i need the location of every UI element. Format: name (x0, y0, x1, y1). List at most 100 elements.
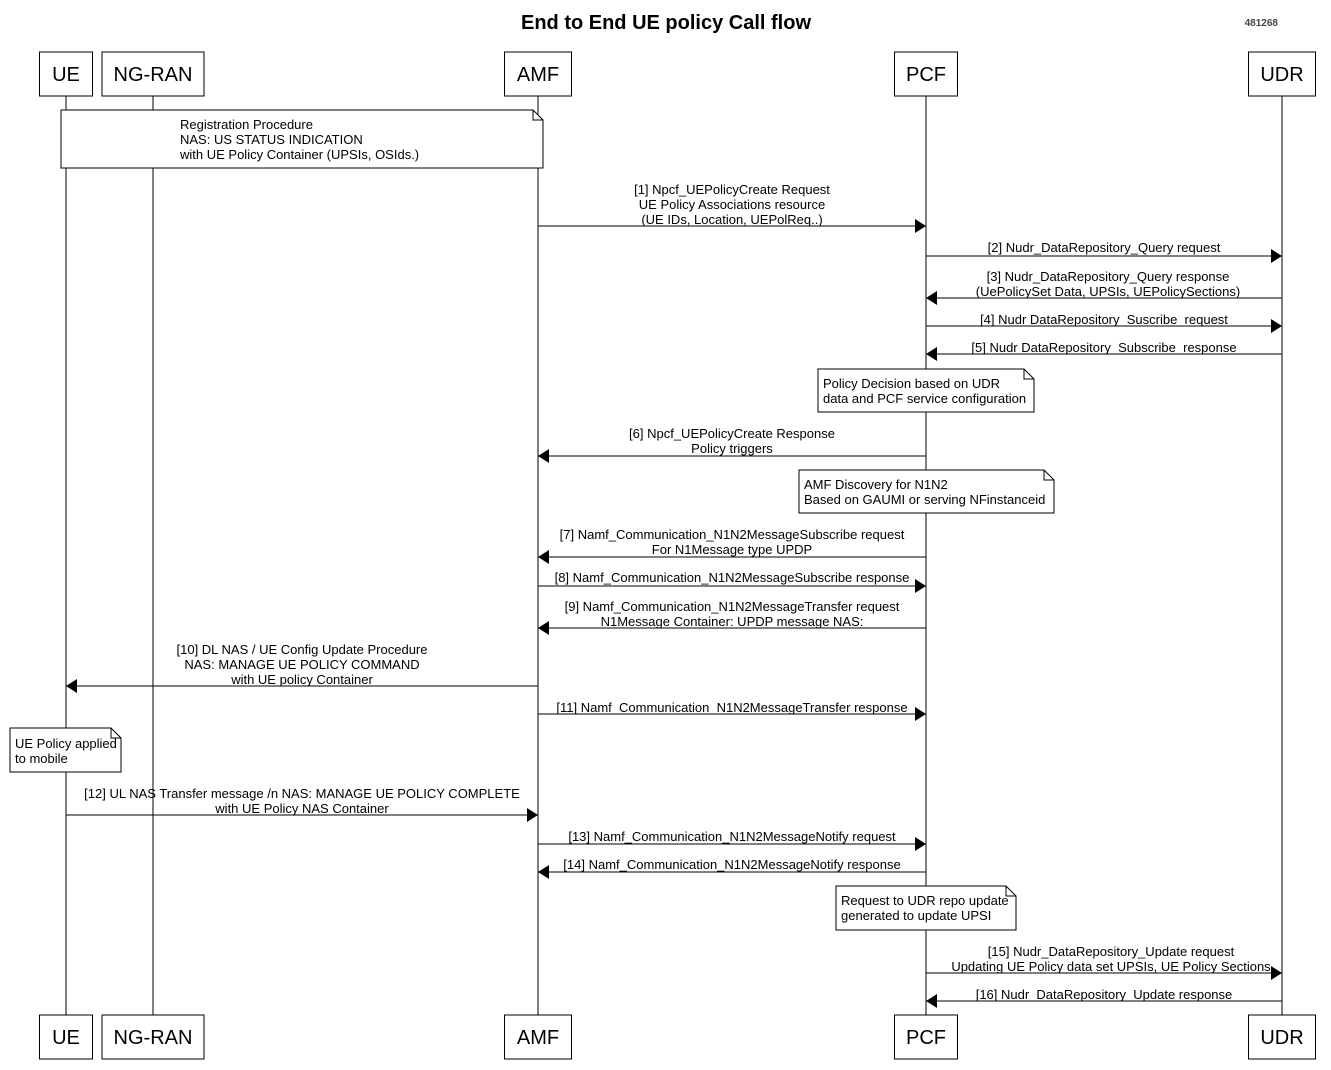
message-label: Updating UE Policy data set UPSIs, UE Po… (951, 959, 1271, 974)
arrowhead (538, 621, 549, 635)
note-text: Registration Procedure (180, 117, 313, 132)
arrowhead (527, 808, 538, 822)
message-label: with UE policy Container (230, 672, 373, 687)
message: [9] Namf_Communication_N1N2MessageTransf… (538, 599, 926, 635)
participant-amf-top: AMF (504, 51, 572, 97)
message: [13] Namf_Communication_N1N2MessageNotif… (538, 829, 926, 851)
message-label: with UE Policy NAS Container (214, 801, 389, 816)
participant-amf-bottom: AMF (504, 1014, 572, 1060)
arrowhead (926, 347, 937, 361)
message-label: [7] Namf_Communication_N1N2MessageSubscr… (560, 527, 905, 542)
participant-ngran-bottom: NG-RAN (101, 1014, 205, 1060)
arrowhead (915, 219, 926, 233)
message-label: [14] Namf_Communication_N1N2MessageNotif… (563, 857, 900, 872)
message-label: Policy triggers (691, 441, 773, 456)
lifelines (65, 96, 1283, 1015)
note-text: Policy Decision based on UDR (823, 376, 1000, 391)
arrowhead (915, 707, 926, 721)
note-fold (1005, 886, 1016, 897)
arrowhead (1271, 249, 1282, 263)
participant-udr-top: UDR (1248, 51, 1316, 97)
message: [10] DL NAS / UE Config Update Procedure… (66, 642, 538, 693)
note-text: data and PCF service configuration (823, 391, 1026, 406)
message-label: [9] Namf_Communication_N1N2MessageTransf… (565, 599, 900, 614)
arrowhead (538, 865, 549, 879)
note-box (60, 109, 544, 169)
message: [2] Nudr_DataRepository_Query request (926, 240, 1282, 263)
note-text: NAS: US STATUS INDICATION (180, 132, 363, 147)
message-label: [16] Nudr_DataRepository_Update response (976, 987, 1233, 1002)
note-box (817, 368, 1035, 413)
diagram-title: End to End UE policy Call flow (521, 12, 811, 34)
message: [7] Namf_Communication_N1N2MessageSubscr… (538, 527, 926, 564)
message-label: [10] DL NAS / UE Config Update Procedure (177, 642, 428, 657)
message-label: [12] UL NAS Transfer message /n NAS: MAN… (84, 786, 520, 801)
message-label: [1] Npcf_UEPolicyCreate Request (634, 182, 830, 197)
message-label: N1Message Container: UPDP message NAS: (601, 614, 864, 629)
participants: UE UE NG-RAN NG-RAN AMF AMF PCF PCF UDR UDR (39, 51, 1316, 1060)
message: [8] Namf_Communication_N1N2MessageSubscr… (538, 570, 926, 593)
message-label: [3] Nudr_DataRepository_Query response (987, 269, 1230, 284)
participant-label: UE (52, 64, 80, 86)
arrowhead (1271, 319, 1282, 333)
note-text: AMF Discovery for N1N2 (804, 477, 948, 492)
arrowhead (538, 449, 549, 463)
note-text: to mobile (15, 751, 68, 766)
arrowhead (538, 550, 549, 564)
message-label: [5] Nudr DataRepository_Subscribe_respon… (971, 340, 1236, 355)
note-box (835, 885, 1017, 931)
note-text: generated to update UPSI (841, 908, 991, 923)
note-text: with UE Policy Container (UPSIs, OSIds.) (179, 147, 419, 162)
message-label: [2] Nudr_DataRepository_Query request (988, 240, 1221, 255)
arrowhead (1271, 966, 1282, 980)
message-label: [13] Namf_Communication_N1N2MessageNotif… (568, 829, 896, 844)
message-label: (UE IDs, Location, UEPolReq..) (641, 212, 822, 227)
participant-label: AMF (517, 1027, 559, 1049)
message: [4] Nudr DataRepository_Suscribe_request (926, 312, 1282, 333)
note-text: UE Policy applied (15, 736, 117, 751)
message: [14] Namf_Communication_N1N2MessageNotif… (538, 857, 926, 879)
message: [15] Nudr_DataRepository_Update requestU… (926, 944, 1282, 980)
message: [16] Nudr_DataRepository_Update response (926, 987, 1282, 1008)
message-label: [6] Npcf_UEPolicyCreate Response (629, 426, 835, 441)
arrowhead (66, 679, 77, 693)
document-id: 481268 (1245, 18, 1279, 29)
participant-label: UE (52, 1027, 80, 1049)
participant-label: AMF (517, 64, 559, 86)
participant-label: NG-RAN (114, 64, 193, 86)
participant-udr-bottom: UDR (1248, 1014, 1316, 1060)
arrowhead (926, 994, 937, 1008)
participant-label: UDR (1260, 1027, 1303, 1049)
message-label: [4] Nudr DataRepository_Suscribe_request (980, 312, 1228, 327)
note-fold (532, 110, 543, 121)
participant-pcf-top: PCF (894, 51, 958, 97)
note-box (798, 469, 1055, 514)
arrowhead (926, 291, 937, 305)
arrowhead (915, 579, 926, 593)
note-fold (1023, 369, 1034, 380)
message-label: [11] Namf_Communication_N1N2MessageTrans… (556, 700, 907, 715)
participant-label: PCF (906, 64, 946, 86)
note-fold (110, 728, 121, 739)
participant-ue-bottom: UE (39, 1014, 93, 1060)
message-label: [8] Namf_Communication_N1N2MessageSubscr… (555, 570, 910, 585)
note-text: Request to UDR repo update (841, 893, 1009, 908)
participant-pcf-bottom: PCF (894, 1014, 958, 1060)
note-fold (1043, 470, 1054, 481)
message-label: [15] Nudr_DataRepository_Update request (988, 944, 1235, 959)
message: [5] Nudr DataRepository_Subscribe_respon… (926, 340, 1282, 361)
arrowhead (915, 837, 926, 851)
note-text: Based on GAUMI or serving NFinstanceid (804, 492, 1045, 507)
participant-ue-top: UE (39, 51, 93, 97)
note-box (9, 727, 122, 773)
message-label: UE Policy Associations resource (639, 197, 825, 212)
participant-label: NG-RAN (114, 1027, 193, 1049)
